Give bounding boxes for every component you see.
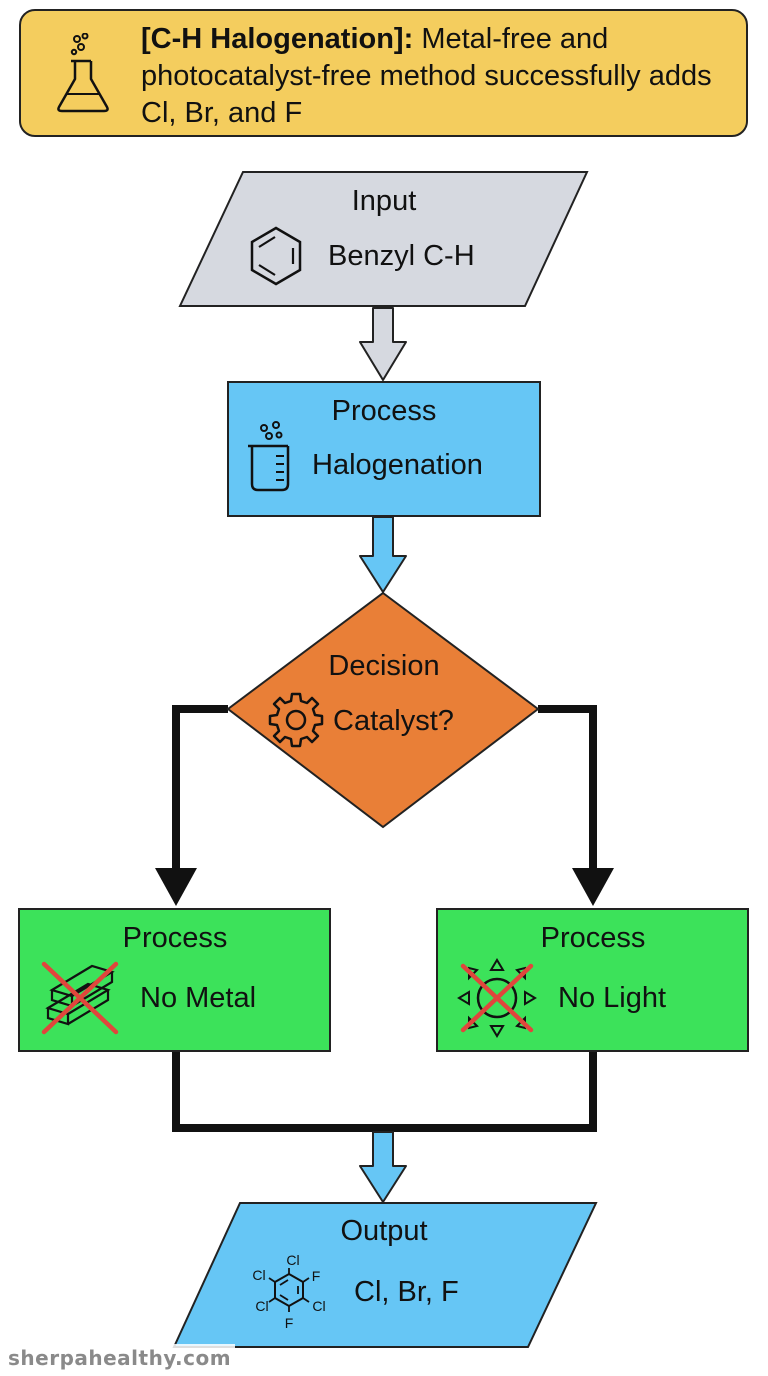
banner-description: Metal-free and photocatalyst-free method… [141,23,712,129]
input-text: Benzyl C-H [328,240,475,272]
halogenated-benzene-icon: Cl Cl F Cl Cl F [252,1252,325,1331]
arrow-input-to-process [359,307,407,381]
arrow-process-to-decision [359,516,407,593]
crossed-metal-bars-icon [41,961,119,1035]
molecule-label-right: Cl [312,1298,325,1314]
output-text: Cl, Br, F [354,1276,459,1308]
process-text: Halogenation [312,449,483,481]
branch-left-connector [155,705,228,906]
input-type-label: Input [351,185,417,217]
process-right-type-label: Process [540,922,646,954]
output-node [172,1202,598,1348]
process-node-no-metal [18,908,331,1052]
molecule-label-upper-left: Cl [252,1267,265,1283]
decision-text: Catalyst? [333,705,454,737]
molecule-label-top: Cl [286,1252,299,1268]
decision-node [226,591,540,829]
molecule-label-bottom: F [285,1315,294,1331]
process-right-text: No Light [558,982,667,1014]
process-left-text: No Metal [140,982,257,1014]
molecule-label-left: Cl [255,1298,268,1314]
process-node-halogenation [227,381,541,517]
process-type-label: Process [331,395,437,427]
banner-title: [C-H Halogenation]: [141,23,414,55]
benzene-ring-icon [250,226,302,286]
header-banner: [C-H Halogenation]: Metal-free and photo… [19,9,748,137]
input-node [178,171,589,307]
banner-text: [C-H Halogenation]: Metal-free and photo… [141,21,731,132]
branch-right-connector [538,705,614,906]
molecule-label-upper-right: F [312,1268,321,1284]
process-left-type-label: Process [122,922,228,954]
beaker-icon [248,421,290,492]
crossed-sun-icon [457,958,537,1038]
flask-icon [57,33,109,113]
watermark: sherpahealthy.com [4,1344,236,1372]
gear-icon [268,692,324,748]
decision-type-label: Decision [328,650,440,682]
merge-connector [172,1051,597,1203]
output-type-label: Output [340,1215,428,1247]
